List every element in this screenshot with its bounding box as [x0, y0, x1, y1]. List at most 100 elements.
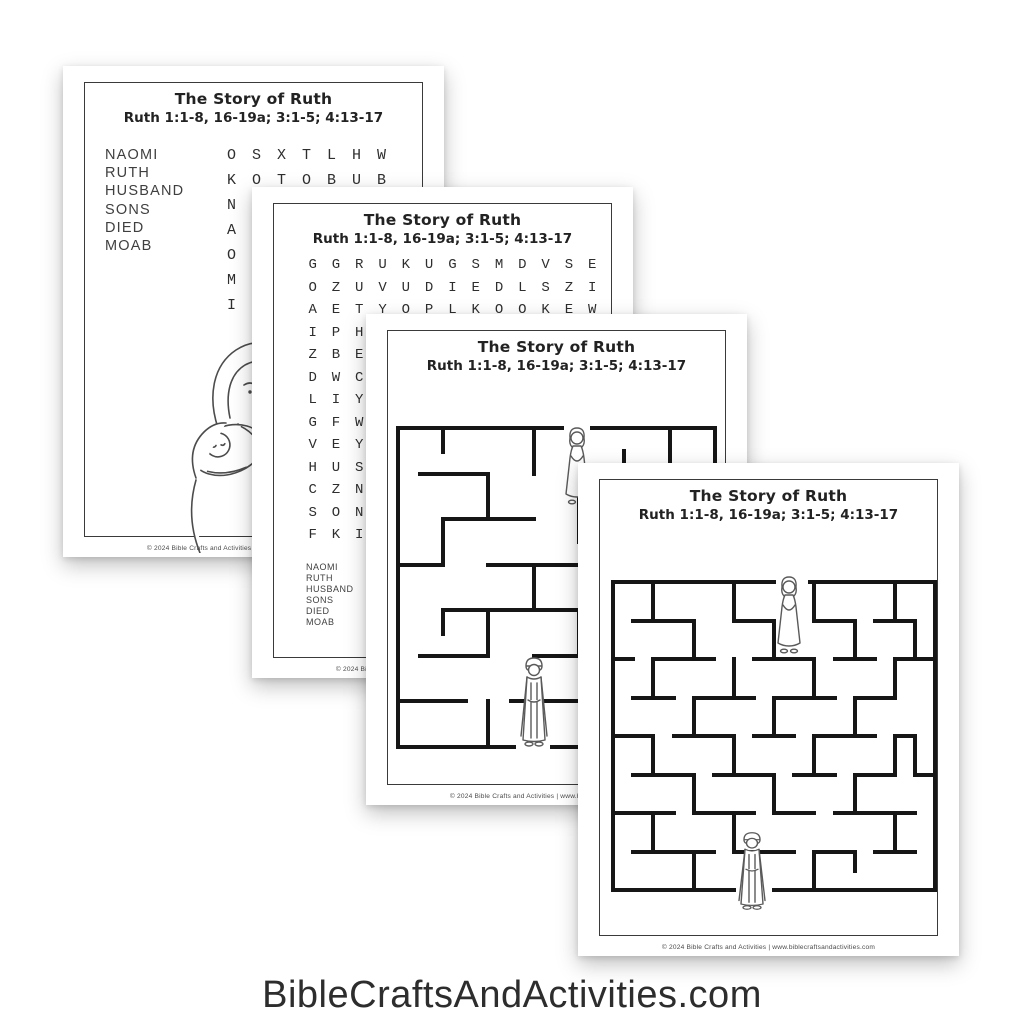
grid-letter: I: [448, 279, 457, 296]
grid-letter: N: [226, 197, 236, 214]
boaz-figure: [520, 657, 548, 747]
grid-letter: G: [331, 257, 341, 274]
grid-letter: D: [518, 257, 527, 274]
grid-letter: Y: [355, 437, 364, 454]
word-list-item: NAOMI: [105, 147, 159, 163]
page-footer: © 2024 Bible Crafts and Activities | www…: [661, 944, 876, 951]
grid-letter: O: [226, 247, 236, 264]
grid-letter: Z: [308, 347, 317, 364]
grid-letter: A: [226, 222, 236, 239]
grid-letter: E: [331, 437, 341, 454]
grid-letter: L: [448, 302, 457, 319]
grid-letter: H: [308, 459, 317, 476]
grid-letter: O: [251, 172, 261, 189]
grid-letter: U: [351, 172, 361, 189]
grid-letter: C: [355, 369, 364, 386]
ruth-figure: [777, 576, 801, 654]
grid-letter: C: [308, 482, 317, 499]
grid-letter: I: [355, 527, 364, 544]
grid-letter: K: [226, 172, 236, 189]
grid-letter: E: [331, 302, 341, 319]
grid-letter: S: [355, 459, 364, 476]
grid-letter: H: [351, 147, 361, 164]
grid-letter: O: [226, 147, 236, 164]
grid-letter: T: [301, 147, 311, 164]
word-list-item: MOAB: [105, 238, 153, 255]
grid-letter: W: [376, 147, 386, 164]
page-subtitle: Ruth 1:1-8, 16-19a; 3:1-5; 4:13-17: [426, 358, 687, 374]
page-footer: © 2024 Bible Crafts and Activities | www…: [449, 793, 664, 800]
grid-letter: B: [376, 172, 386, 189]
grid-row: A: [219, 218, 394, 243]
grid-letter: K: [541, 302, 550, 319]
page-border: [599, 479, 938, 936]
grid-letter: U: [355, 279, 364, 296]
grid-letter: D: [308, 369, 317, 386]
grid-letter: V: [541, 257, 550, 274]
grid-letter: I: [226, 297, 236, 314]
grid-letter: T: [276, 172, 286, 189]
word-list-item: DIED: [105, 219, 145, 236]
grid-letter: D: [424, 279, 434, 296]
grid-letter: B: [331, 347, 341, 364]
page-title: The Story of Ruth: [174, 90, 333, 108]
page-subtitle: Ruth 1:1-8, 16-19a; 3:1-5; 4:13-17: [638, 507, 899, 523]
grid-letter: Y: [378, 302, 387, 319]
grid-letter: U: [424, 257, 434, 274]
grid-letter: G: [308, 257, 317, 274]
grid-letter: L: [518, 279, 527, 296]
grid-letter: G: [448, 257, 457, 274]
word-list-item: RUTH: [306, 573, 333, 583]
grid-letter: E: [564, 302, 574, 319]
page-header: The Story of Ruth Ruth 1:1-8, 16-19a; 3:…: [252, 211, 633, 249]
grid-row: M: [219, 268, 394, 293]
grid-letter: E: [588, 257, 597, 274]
word-list-item: HUSBAND: [306, 584, 354, 594]
grid-letter: V: [308, 437, 317, 454]
word-list-item: DIED: [306, 606, 330, 616]
grid-letter: M: [494, 257, 504, 274]
grid-letter: K: [471, 302, 480, 319]
grid-letter: X: [276, 147, 286, 164]
grid-row: N: [219, 193, 394, 218]
grid-letter: M: [226, 272, 236, 289]
page-subtitle: Ruth 1:1-8, 16-19a; 3:1-5; 4:13-17: [123, 110, 384, 126]
word-list-item: MOAB: [306, 617, 335, 627]
word-list-item: SONS: [105, 201, 151, 218]
grid-letter: S: [541, 279, 550, 296]
grid-letter: V: [378, 279, 387, 296]
grid-letter: D: [494, 279, 504, 296]
grid-letter: N: [355, 482, 364, 499]
grid-row: O: [219, 243, 394, 268]
page-title: The Story of Ruth: [363, 211, 522, 229]
grid-letter: O: [331, 504, 341, 521]
grid-letter: F: [331, 414, 341, 431]
grid-letter: W: [331, 369, 341, 386]
grid-letter: O: [401, 302, 411, 319]
boaz-figure: [738, 832, 766, 910]
grid-letter: S: [251, 147, 261, 164]
grid-letter: H: [355, 324, 364, 341]
grid-letter: W: [588, 302, 597, 319]
grid-letter: S: [308, 504, 317, 521]
grid-letter: P: [424, 302, 434, 319]
grid-letter: A: [308, 302, 317, 319]
grid-letter: Y: [355, 392, 364, 409]
grid-letter: W: [355, 414, 364, 431]
grid-letter: E: [471, 279, 480, 296]
grid-letter: L: [326, 147, 336, 164]
